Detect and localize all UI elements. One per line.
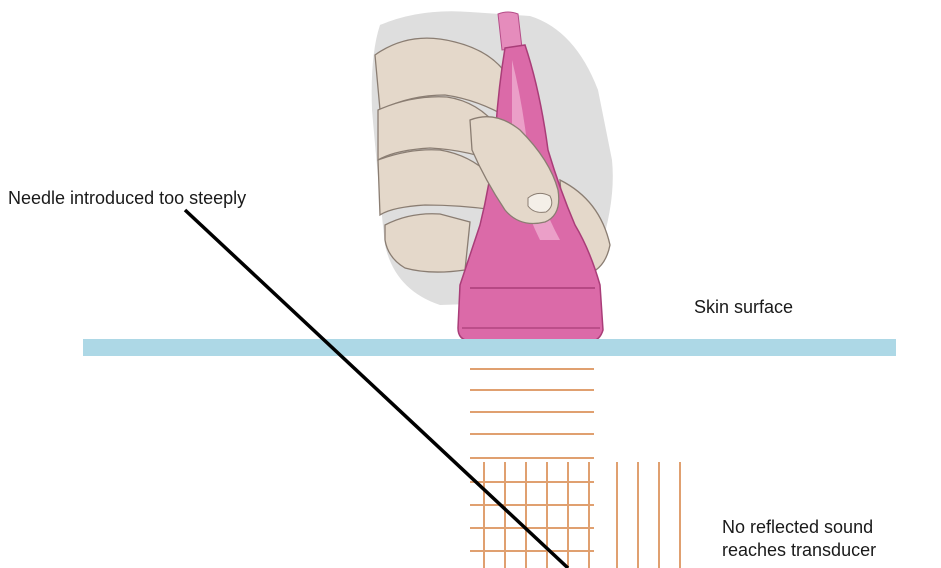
thumbnail-icon [528,193,552,212]
no-reflection-label-line2: reaches transducer [722,539,876,562]
skin-surface-label: Skin surface [694,296,793,319]
transducer-cable [498,12,522,50]
no-reflection-label-line1: No reflected sound [722,516,876,539]
skin-surface-band [83,339,896,356]
needle-label: Needle introduced too steeply [8,187,246,210]
no-reflection-label: No reflected sound reaches transducer [722,516,876,561]
ultrasound-beam-horizontal [470,369,594,551]
